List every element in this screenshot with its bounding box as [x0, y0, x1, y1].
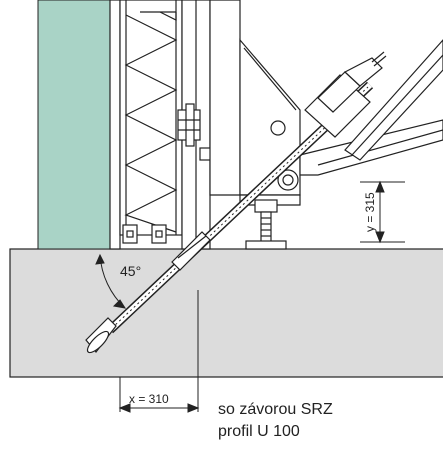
x-dimension-line	[118, 290, 200, 413]
x-dimension-label: x = 310	[129, 392, 169, 406]
support-bracket	[209, 0, 443, 206]
caption-line-1: so závorou SRZ	[218, 401, 333, 418]
caption-line-2: profil U 100	[218, 423, 300, 440]
y-dimension-label: y = 315	[363, 192, 377, 232]
concrete-slab	[9, 248, 443, 378]
y-dimension-line	[360, 180, 405, 244]
formwork-frame	[109, 0, 223, 250]
foot-screw	[245, 199, 287, 250]
wall-panel	[37, 0, 111, 250]
spindle-brace	[85, 51, 387, 354]
angle-marker	[95, 253, 127, 309]
angle-label: 45°	[120, 263, 141, 279]
